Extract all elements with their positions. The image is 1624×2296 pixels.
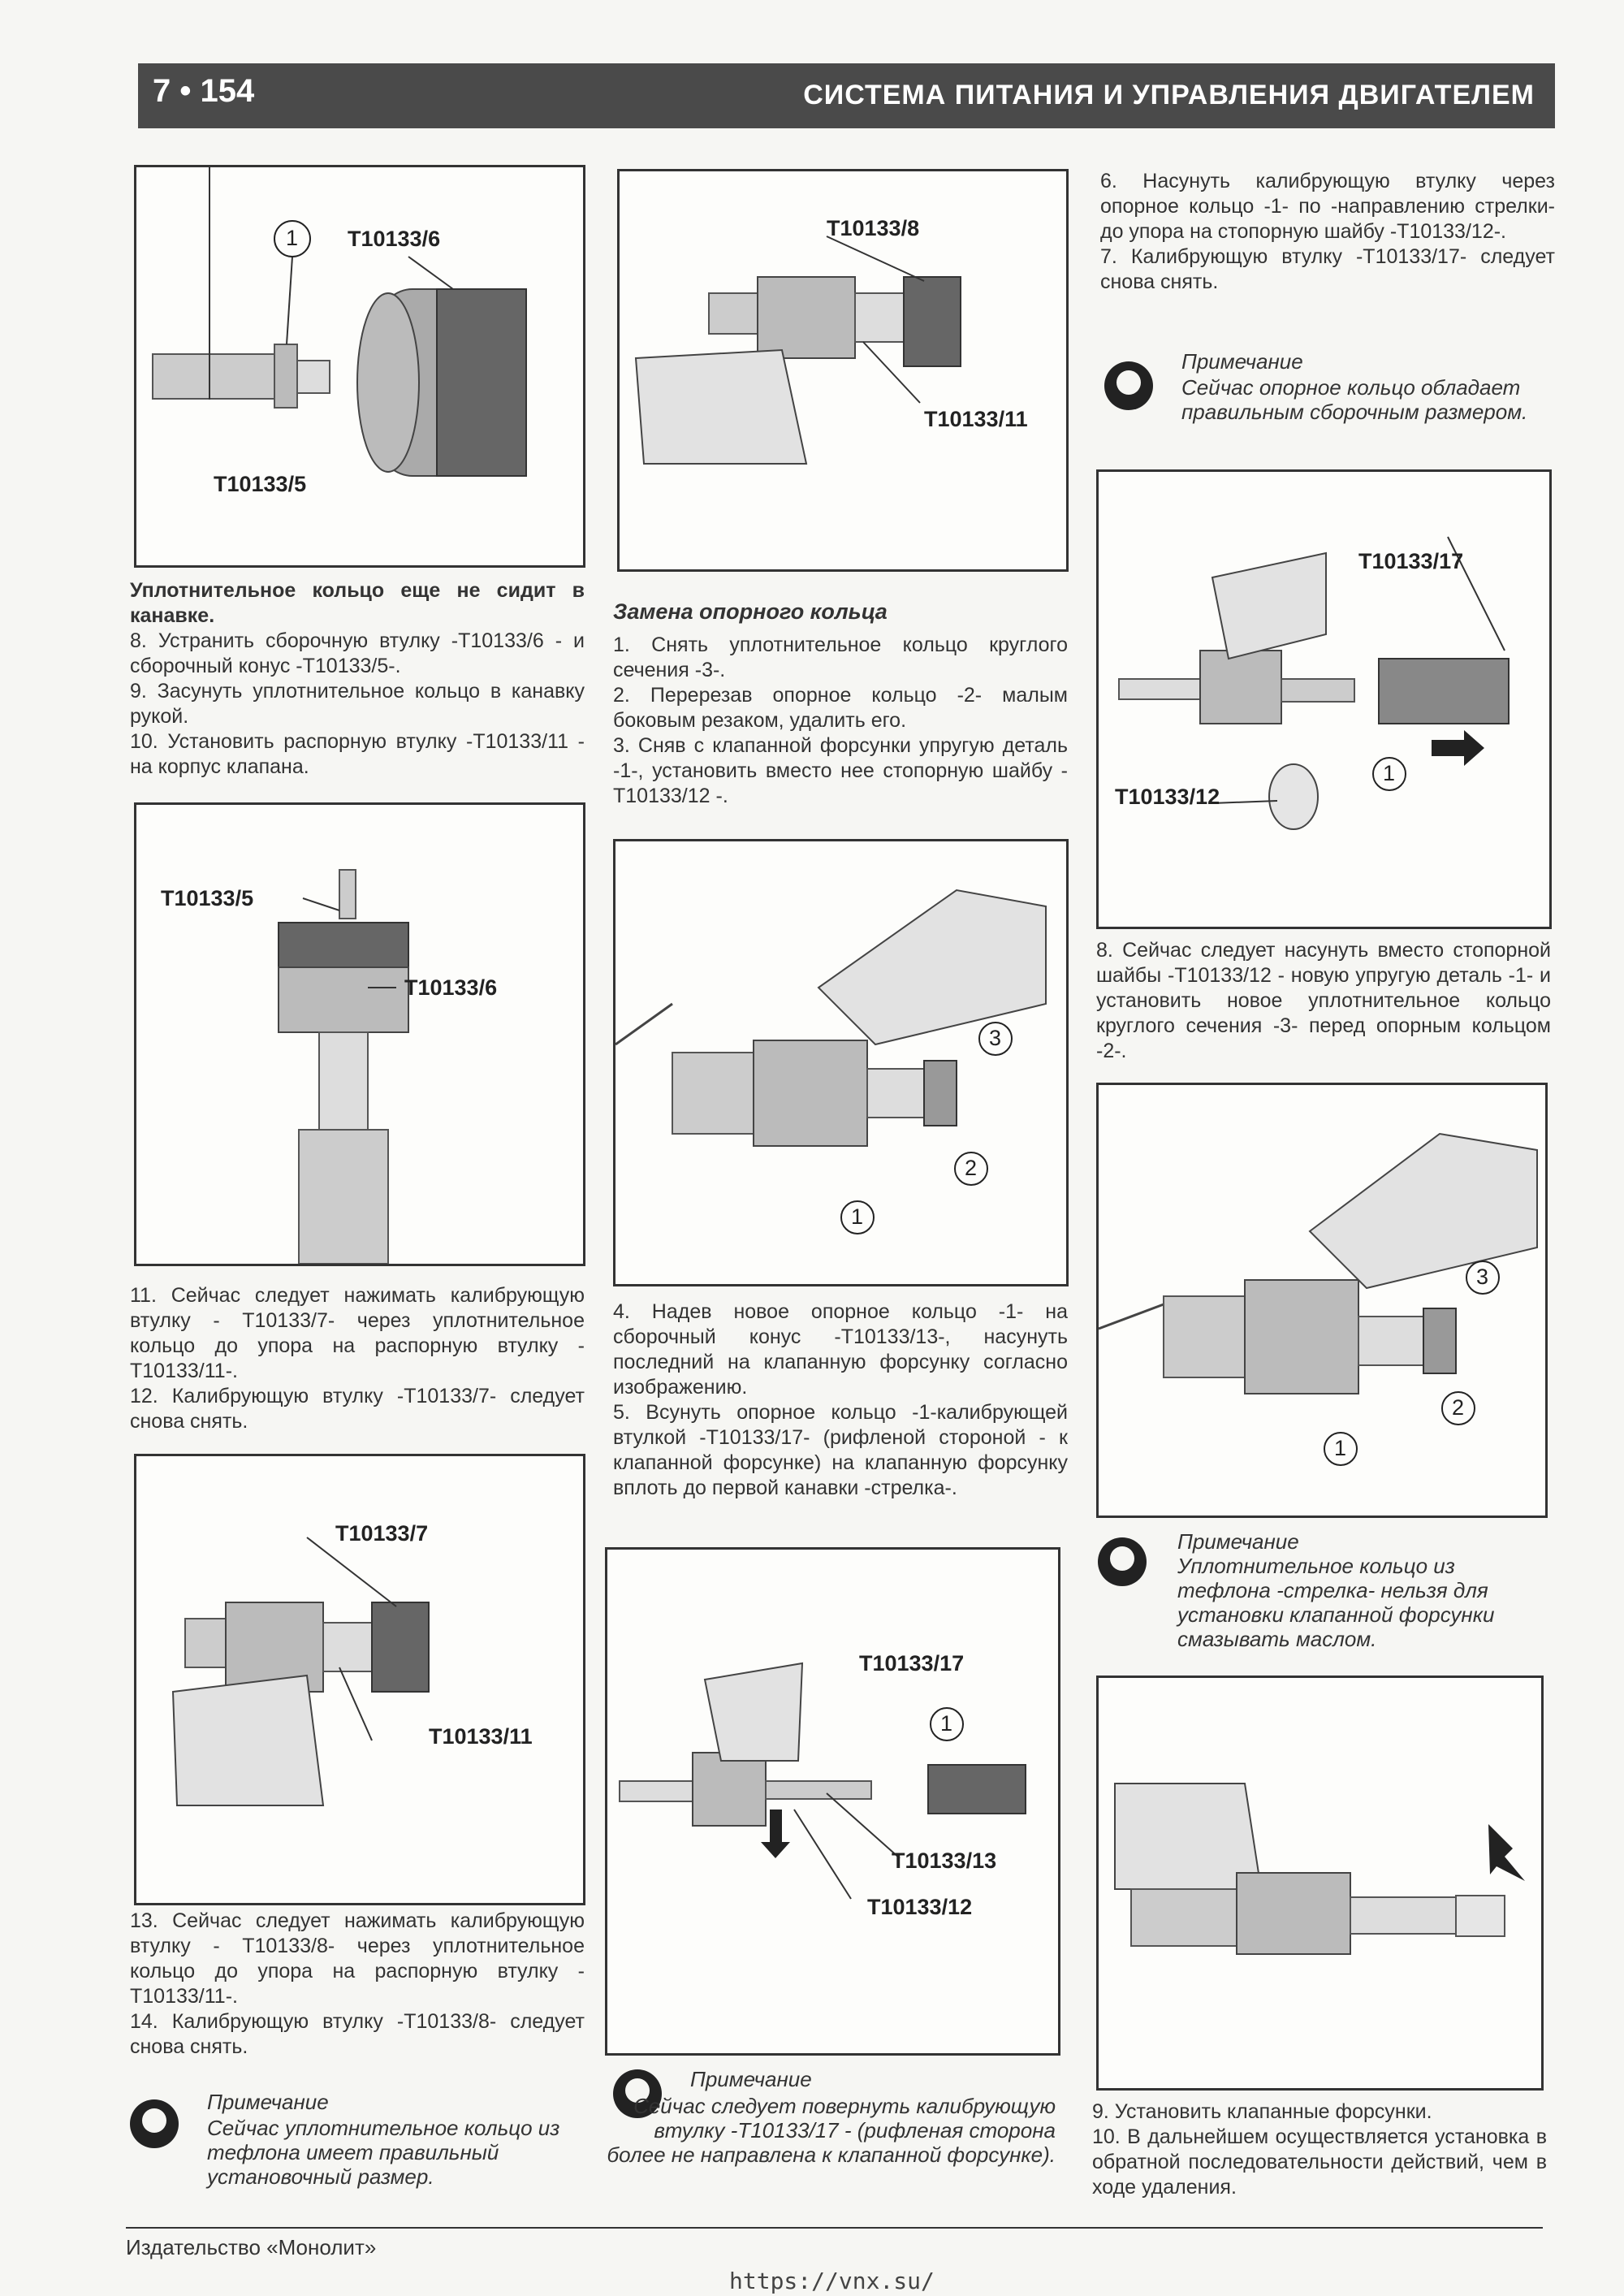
col2-step-3: 3. Сняв с клапанной форсунки упругую дет… — [613, 734, 1068, 807]
callout-1: 1 — [940, 1711, 953, 1736]
figure-injector-teflon — [1096, 1676, 1544, 2091]
col2-text-a: Замена опорного кольца 1. Снять уплотнит… — [613, 599, 1068, 809]
col3-step-9: 9. Установить клапанные форсунки. — [1092, 2100, 1432, 2123]
footer-divider — [126, 2227, 1543, 2229]
note-lightbulb-icon — [613, 2069, 662, 2118]
figure-assembly-cone: 1 T10133/6 T10133/5 — [134, 165, 585, 568]
callout-1: 1 — [851, 1204, 864, 1229]
label-t10133-12: T10133/12 — [1115, 785, 1220, 809]
figure-sleeve-8: T10133/8 T10133/11 — [617, 169, 1069, 572]
label-t10133-6: T10133/6 — [348, 227, 441, 251]
publisher: Издательство «Монолит» — [126, 2235, 377, 2259]
figure-injector-rings: 3 2 1 — [613, 839, 1069, 1286]
figure-cone-sleeve-drawing — [278, 869, 409, 1264]
col1-step-8: 8. Устранить сборочную втулку -T10133/6 … — [130, 629, 585, 677]
callout-1: 1 — [286, 226, 299, 250]
label-t10133-7: T10133/7 — [335, 1521, 429, 1546]
col2-heading: Замена опорного кольца — [613, 599, 888, 624]
callout-2: 2 — [1452, 1395, 1465, 1420]
label-t10133-8: T10133/8 — [827, 216, 920, 240]
col2-step-4: 4. Надев новое опорное кольцо -1- на сбо… — [613, 1300, 1068, 1399]
callout-1: 1 — [1334, 1436, 1347, 1460]
figure-sleeve-17-washer-drawing — [1118, 536, 1510, 830]
label-t10133-11: T10133/11 — [429, 1724, 533, 1749]
col1-intro: Уплотнительное кольцо еще не сидит в кан… — [130, 579, 585, 627]
callout-1: 1 — [1383, 761, 1396, 785]
col3-step-10: 10. В дальнейшем осуществляется установк… — [1092, 2125, 1547, 2199]
col2-note-body: Сейчас следует повернуть калибрующую вту… — [607, 2094, 1056, 2167]
col1-text-a: Уплотнительное кольцо еще не сидит в кан… — [130, 578, 585, 780]
col3-note2-title: Примечание — [1177, 1529, 1299, 1554]
figure-sleeve-7-drawing — [171, 1537, 430, 1806]
callout-2: 2 — [965, 1156, 978, 1180]
figure-sleeve-17-washer: T10133/17 T10133/12 1 — [1096, 469, 1552, 929]
callout-3: 3 — [1476, 1265, 1489, 1289]
col1-step-12: 12. Калибрующую втулку -T10133/7- следуе… — [130, 1385, 585, 1433]
figure-sleeve-17-cone-drawing — [619, 1662, 1026, 1900]
figure-new-rings-drawing — [1099, 1132, 1538, 1466]
source-url[interactable]: https://vnx.su/ — [729, 2268, 935, 2294]
col3-text-a: 6. Насунуть калибрующую втулку через опо… — [1100, 169, 1555, 295]
figure-cone-sleeve: T10133/5 T10133/6 — [134, 802, 585, 1266]
figure-sleeve-7: T10133/7 T10133/11 — [134, 1454, 585, 1905]
col3-step-7: 7. Калибрующую втулку -T10133/17- следуе… — [1100, 245, 1555, 293]
col1-step-14: 14. Калибрующую втулку -T10133/8- следуе… — [130, 2010, 585, 2058]
col3-note1-title: Примечание — [1181, 349, 1303, 374]
col2-step-1: 1. Снять уплотнительное кольцо круглого … — [613, 633, 1068, 681]
label-t10133-11: T10133/11 — [924, 407, 1028, 431]
label-t10133-12: T10133/12 — [867, 1895, 973, 1919]
col1-note-title: Примечание — [207, 2090, 329, 2114]
figure-assembly-cone-drawing — [152, 167, 527, 477]
label-t10133-5: T10133/5 — [161, 886, 254, 910]
col1-text-b: 11. Сейчас следует нажимать калибрующую … — [130, 1283, 585, 1434]
figure-new-rings: 3 2 1 — [1096, 1083, 1548, 1518]
figure-sleeve-17-cone: T10133/17 1 T10133/13 T10133/12 — [605, 1547, 1060, 2056]
col3-step-8: 8. Сейчас следует насунуть вместо стопор… — [1096, 939, 1551, 1062]
col1-step-10: 10. Установить распорную втулку -T10133/… — [130, 730, 585, 778]
col1-step-9: 9. Засунуть уплотнительное кольцо в кана… — [130, 680, 585, 728]
note-lightbulb-icon — [1098, 1537, 1147, 1586]
figure-injector-teflon-drawing — [1114, 1783, 1525, 1955]
col1-step-13: 13. Сейчас следует нажимать калибрующую … — [130, 1909, 585, 2008]
col3-text-b: 8. Сейчас следует насунуть вместо стопор… — [1096, 938, 1551, 1064]
col3-text-c: 9. Установить клапанные форсунки. 10. В … — [1092, 2099, 1547, 2200]
col2-step-2: 2. Перерезав опорное кольцо -2- малым бо… — [613, 684, 1068, 732]
figure-injector-rings-drawing — [615, 889, 1047, 1234]
col3-note2-body: Уплотнительное кольцо из тефлона -стрелк… — [1177, 1554, 1495, 1651]
label-t10133-5: T10133/5 — [214, 472, 307, 496]
note-lightbulb-icon — [130, 2099, 179, 2148]
chapter-title: СИСТЕМА ПИТАНИЯ И УПРАВЛЕНИЯ ДВИГАТЕЛЕМ — [803, 80, 1535, 110]
col1-text-c: 13. Сейчас следует нажимать калибрующую … — [130, 1909, 585, 2060]
col1-note-body: Сейчас уплотнительное кольцо из тефлона … — [207, 2116, 560, 2189]
col3-step-6: 6. Насунуть калибрующую втулку через опо… — [1100, 170, 1555, 243]
figure-sleeve-8-drawing — [634, 236, 961, 465]
callout-3: 3 — [989, 1026, 1002, 1050]
label-t10133-17: T10133/17 — [859, 1651, 965, 1676]
col1-step-11: 11. Сейчас следует нажимать калибрующую … — [130, 1284, 585, 1382]
col2-text-b: 4. Надев новое опорное кольцо -1- на сбо… — [613, 1299, 1068, 1501]
col2-step-5: 5. Всунуть опорное кольцо -1-калибрующей… — [613, 1401, 1068, 1499]
label-t10133-13: T10133/13 — [892, 1848, 997, 1873]
page-header: 7 • 154 СИСТЕМА ПИТАНИЯ И УПРАВЛЕНИЯ ДВИ… — [138, 63, 1555, 128]
page-number: 7 • 154 — [153, 73, 255, 109]
label-t10133-17: T10133/17 — [1358, 549, 1464, 573]
col3-note1-body: Сейчас опорное кольцо обладает правильны… — [1181, 375, 1528, 424]
label-t10133-6: T10133/6 — [404, 975, 498, 1000]
note-lightbulb-icon — [1104, 361, 1153, 410]
col2-note-title: Примечание — [690, 2067, 812, 2091]
